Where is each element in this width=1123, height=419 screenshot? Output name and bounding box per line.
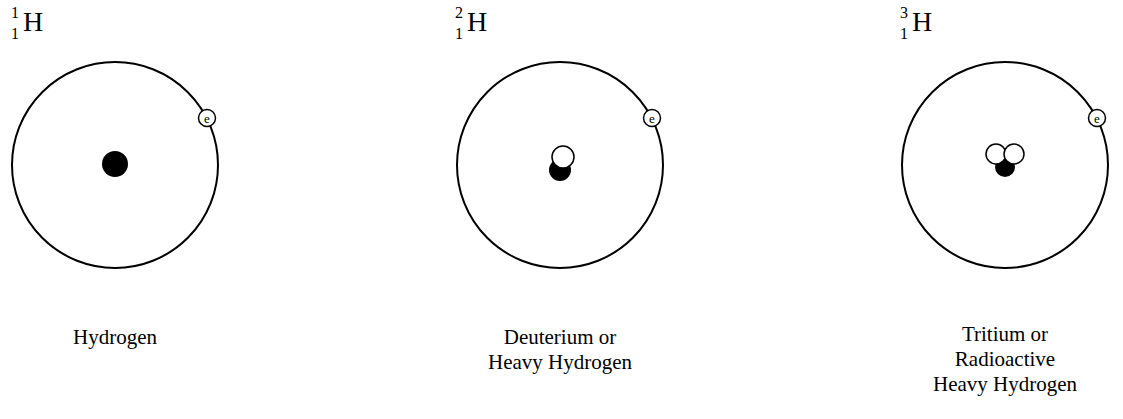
electron-orbit [902,62,1108,268]
atomic-number: 1 [455,26,463,42]
electron-symbol: e [649,112,655,125]
electron: e [197,108,217,128]
element-symbol: H [912,8,932,36]
isotope-name: Hydrogen [30,325,200,350]
element-symbol: H [467,8,487,36]
neutron [986,144,1006,164]
electron-orbit [457,62,663,268]
neutron [1004,144,1024,164]
mass-number: 1 [11,5,19,21]
mass-number: 2 [455,5,463,21]
electron-symbol: e [204,112,210,125]
electron: e [1087,108,1107,128]
atomic-number: 1 [900,26,908,42]
isotope-name: Deuterium or Heavy Hydrogen [480,325,640,375]
electron-symbol: e [1094,112,1100,125]
electron: e [642,108,662,128]
isotope-name: Tritium or Radioactive Heavy Hydrogen [925,322,1085,397]
neutron [552,146,574,168]
electron-circle [643,110,660,127]
atomic-number: 1 [11,26,19,42]
element-symbol: H [23,8,43,36]
electron-circle [198,110,215,127]
electron-circle [1088,110,1105,127]
electron-orbit [12,62,218,268]
proton [102,151,128,177]
mass-number: 3 [900,5,908,21]
